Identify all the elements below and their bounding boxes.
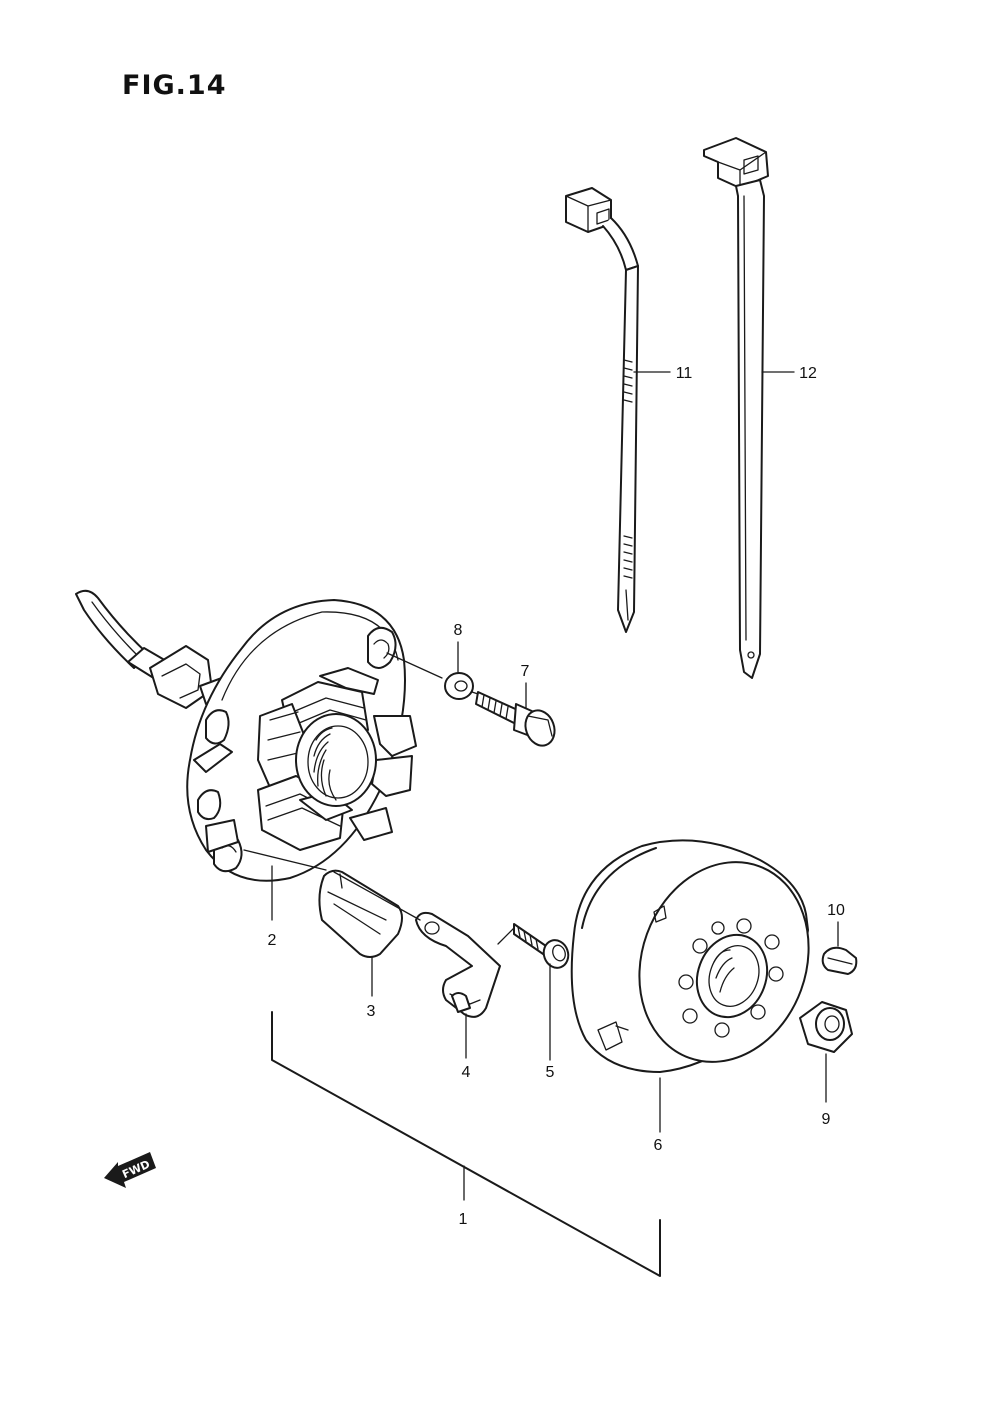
fwd-direction-arrow: FWD [104,1152,156,1188]
callout-2: 2 [268,932,277,949]
callout-labels: 1 2 3 4 5 6 7 8 9 10 11 12 [268,365,845,1228]
callout-7: 7 [521,663,530,680]
callout-10: 10 [827,902,845,919]
part-11-harness-tie[interactable] [565,187,639,633]
part-7-bolt[interactable] [475,691,559,750]
part-8-washer[interactable] [444,672,474,700]
part-2-stator-plate[interactable] [75,589,417,882]
callout-11: 11 [676,365,693,382]
callout-6: 6 [654,1137,663,1154]
figure-title: FIG.14 [122,70,227,101]
part-10-key[interactable] [821,946,858,975]
callout-4: 4 [462,1064,471,1081]
part-4-bracket[interactable] [415,911,501,1018]
callout-1: 1 [459,1211,468,1228]
callout-9: 9 [822,1111,831,1128]
callout-12: 12 [799,365,817,382]
part-5-screw[interactable] [513,923,572,971]
callout-5: 5 [546,1064,555,1081]
part-9-nut[interactable] [799,1001,853,1053]
assembly-axis-lines [243,652,515,945]
assembly-bracket-part-1 [271,1011,661,1277]
callout-8: 8 [454,622,463,639]
part-12-harness-tie[interactable] [703,137,769,679]
part-3-pulser-coil[interactable] [318,869,403,958]
callout-3: 3 [367,1003,376,1020]
part-6-flywheel-rotor[interactable] [570,838,836,1086]
callout-leaders [271,371,839,1133]
